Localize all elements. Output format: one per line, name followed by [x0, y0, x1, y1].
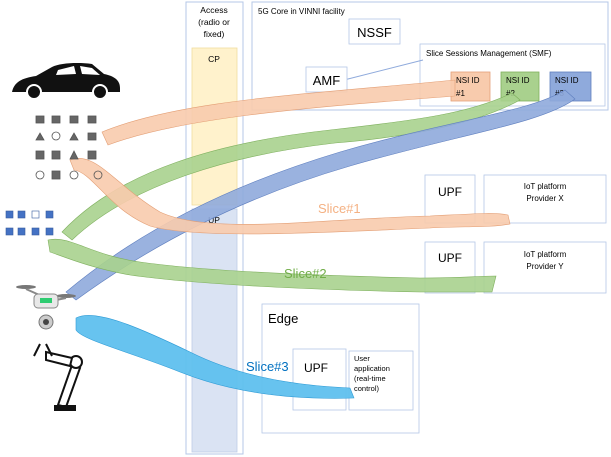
- amf-label: AMF: [313, 73, 341, 88]
- nsi-1-line1: NSI ID: [456, 76, 480, 85]
- slice-1-data-ribbon: [69, 158, 511, 235]
- edge-box: [261, 303, 420, 434]
- smf-title: Slice Sessions Management (SMF): [426, 49, 552, 58]
- slice-3-data-ribbon: [75, 315, 355, 399]
- robot-arm-icon: [33, 343, 83, 411]
- edge-upf-box: [292, 348, 347, 411]
- nsi-1-line2: #1: [456, 89, 465, 98]
- slice-1-label: Slice#1: [318, 201, 361, 216]
- access-title-3: fixed): [204, 29, 225, 39]
- nsi-2-line1: NSI ID: [506, 76, 530, 85]
- nssf-box: [348, 18, 401, 45]
- car-icon: [12, 63, 120, 100]
- slice-1-core-ribbon: [101, 79, 456, 146]
- core-box: [251, 1, 609, 111]
- nsi-1-box: [450, 71, 491, 102]
- slice-3-label: Slice#3: [246, 359, 289, 374]
- iot-y-line1: IoT platform: [524, 250, 567, 259]
- access-title-2: (radio or: [198, 17, 230, 27]
- edge-title: Edge: [268, 311, 298, 326]
- edge-upf-label: UPF: [304, 361, 328, 375]
- iot-x-line2: Provider X: [526, 194, 564, 203]
- user-app-line1: User: [354, 354, 370, 363]
- cp-label: CP: [208, 54, 220, 64]
- slice-2-data-ribbon: [47, 238, 497, 293]
- user-app-line3: (real-time: [354, 374, 386, 383]
- slice-2-label: Slice#2: [284, 266, 327, 281]
- iot-devices-icon: [5, 210, 54, 236]
- slice-2-core-ribbon: [61, 92, 521, 241]
- iot-y-box: [483, 241, 607, 294]
- up-box: [191, 208, 238, 453]
- up-label: UP: [208, 215, 220, 225]
- nssf-label: NSSF: [357, 25, 392, 40]
- smart-home-icon: [35, 115, 103, 180]
- drone-icon: [16, 285, 76, 330]
- upf-x-label: UPF: [438, 185, 462, 199]
- slice-3-core-ribbon: [65, 89, 576, 301]
- amf-smf-link: [343, 59, 424, 81]
- user-app-box: [348, 350, 414, 411]
- iot-x-line1: IoT platform: [524, 182, 567, 191]
- cp-box: [191, 47, 238, 206]
- iot-y-line2: Provider Y: [526, 262, 564, 271]
- access-title-1: Access: [200, 5, 227, 15]
- core-title: 5G Core in VINNI facility: [258, 7, 345, 16]
- nsi-3-line1: NSI ID: [555, 76, 579, 85]
- user-app-line2: application: [354, 364, 390, 373]
- upf-y-label: UPF: [438, 251, 462, 265]
- user-app-line4: control): [354, 384, 380, 393]
- amf-box: [305, 66, 348, 93]
